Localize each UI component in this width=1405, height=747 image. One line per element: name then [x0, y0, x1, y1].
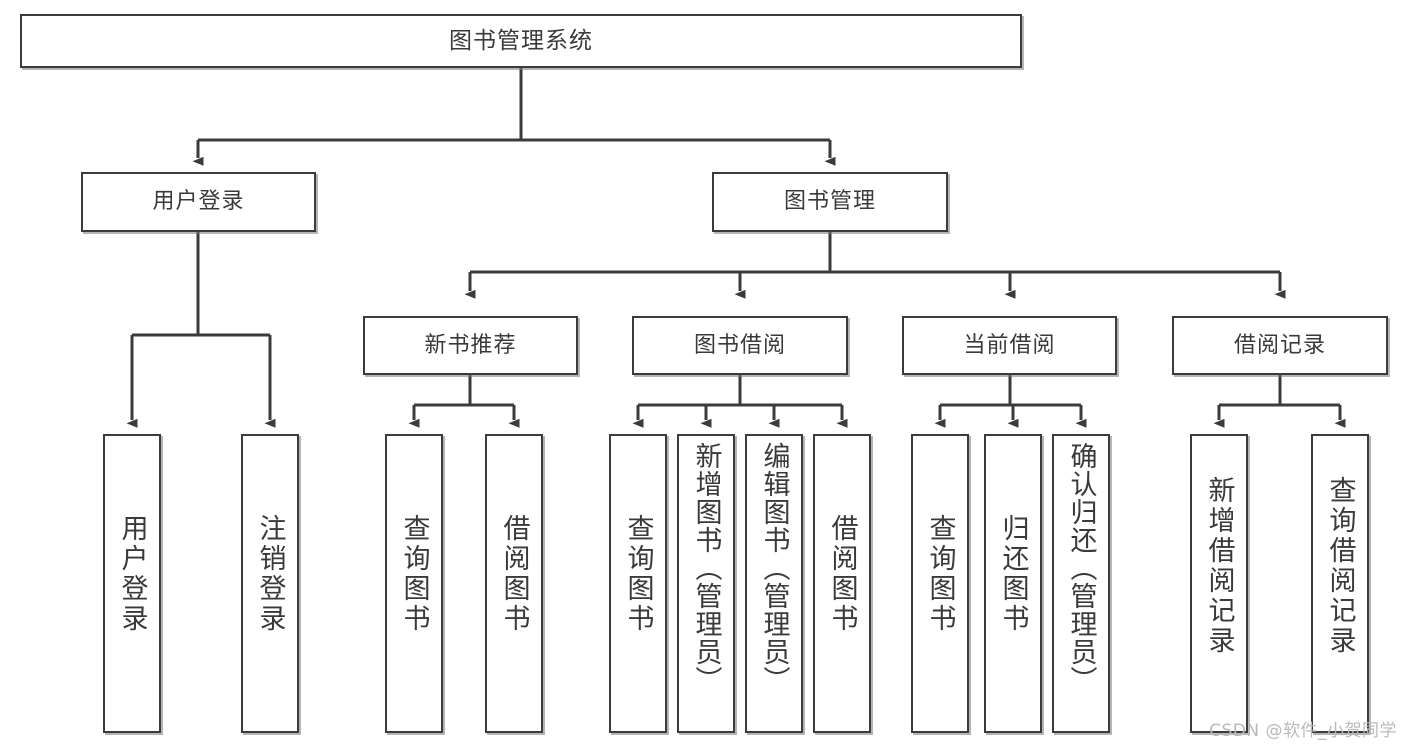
node-user-login-label: 用户登录	[152, 189, 245, 215]
node-new-book-recommend[interactable]: 新书推荐	[363, 316, 578, 375]
leaf-query-book[interactable]: 查询图书	[609, 434, 667, 733]
leaf-borrow-book-rec-label: 借阅图书	[498, 514, 530, 634]
leaf-confirm-return[interactable]: 确认归还（管理员）	[1052, 434, 1110, 733]
node-borrow-record-label: 借阅记录	[1233, 332, 1326, 358]
leaf-query-book-cur[interactable]: 查询图书	[911, 434, 969, 733]
leaf-query-book-rec[interactable]: 查询图书	[385, 434, 443, 733]
leaf-borrow-book[interactable]: 借阅图书	[813, 434, 871, 733]
leaf-query-book-rec-label: 查询图书	[398, 514, 430, 634]
node-root[interactable]: 图书管理系统	[20, 14, 1022, 68]
leaf-edit-book-label: 编辑图书（管理员）	[758, 442, 790, 694]
leaf-query-record[interactable]: 查询借阅记录	[1311, 434, 1369, 733]
leaf-logout-label: 注销登录	[254, 514, 286, 634]
node-book-borrow-label: 图书借阅	[693, 332, 786, 358]
leaf-add-book-label: 新增图书（管理员）	[690, 442, 722, 694]
leaf-query-record-label: 查询借阅记录	[1324, 476, 1356, 656]
node-book-manage[interactable]: 图书管理	[712, 172, 948, 232]
node-book-manage-label: 图书管理	[783, 189, 876, 215]
leaf-return-book[interactable]: 归还图书	[984, 434, 1042, 733]
node-new-book-recommend-label: 新书推荐	[424, 332, 517, 358]
node-current-borrow[interactable]: 当前借阅	[902, 316, 1117, 375]
leaf-return-book-label: 归还图书	[997, 514, 1029, 634]
leaf-borrow-book-rec[interactable]: 借阅图书	[485, 434, 543, 733]
leaf-add-book[interactable]: 新增图书（管理员）	[677, 434, 735, 733]
csdn-watermark: CSDN @软件_小贺同学	[1209, 721, 1397, 741]
node-borrow-record[interactable]: 借阅记录	[1172, 316, 1388, 375]
leaf-logout[interactable]: 注销登录	[241, 434, 299, 733]
leaf-add-record-label: 新增借阅记录	[1203, 476, 1235, 656]
leaf-query-book-label: 查询图书	[622, 514, 654, 634]
leaf-user-login[interactable]: 用户登录	[103, 434, 161, 733]
leaf-add-record[interactable]: 新增借阅记录	[1190, 434, 1248, 733]
node-root-label: 图书管理系统	[449, 27, 593, 54]
leaf-confirm-return-label: 确认归还（管理员）	[1065, 442, 1097, 694]
node-current-borrow-label: 当前借阅	[963, 332, 1056, 358]
leaf-borrow-book-label: 借阅图书	[826, 514, 858, 634]
node-user-login[interactable]: 用户登录	[81, 172, 316, 232]
leaf-edit-book[interactable]: 编辑图书（管理员）	[745, 434, 803, 733]
leaf-user-login-label: 用户登录	[116, 514, 148, 634]
leaf-query-book-cur-label: 查询图书	[924, 514, 956, 634]
node-book-borrow[interactable]: 图书借阅	[632, 316, 848, 375]
